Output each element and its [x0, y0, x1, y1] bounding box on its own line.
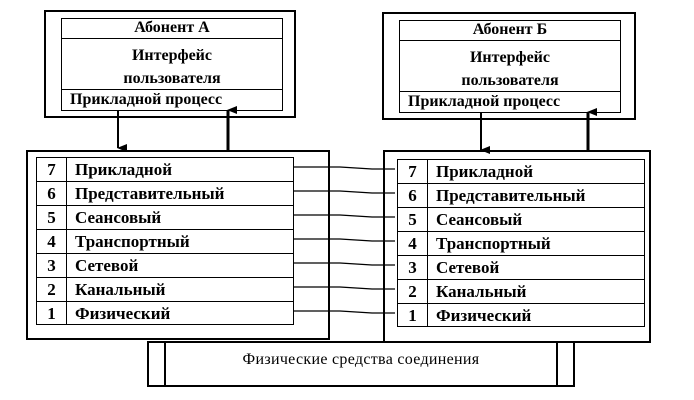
- stack-b-layer-name: Сетевой: [436, 257, 500, 277]
- peer-line: [293, 286, 395, 290]
- stack-b-layer-name: Транспортный: [436, 233, 551, 253]
- stack-a-layer-name: Канальный: [75, 279, 166, 299]
- stack-b-layer-row: 5 Сеансовый: [398, 207, 644, 231]
- stack-a-layer-name: Прикладной: [75, 159, 172, 179]
- subscriber-a-interface-line2: пользователя: [123, 69, 221, 87]
- subscriber-a-interface: Интерфейс пользователя: [61, 38, 283, 98]
- subscriber-b-block: Абонент Б Интерфейс пользователя Приклад…: [382, 12, 636, 120]
- peer-line: [293, 262, 395, 266]
- physical-medium-label: Физические средства соединения: [242, 350, 480, 368]
- stack-a-layer-number: 5: [37, 206, 67, 229]
- stack-b-layer-number: 6: [398, 184, 428, 207]
- peer-line: [293, 214, 395, 218]
- peer-line: [293, 190, 395, 194]
- stack-b-layer-number: 5: [398, 208, 428, 231]
- subscriber-b-interface-line2: пользователя: [461, 71, 559, 89]
- medium-right-outer: [573, 341, 575, 387]
- stack-a-layer-row: 6 Представительный: [37, 181, 293, 205]
- medium-right-inner: [556, 341, 558, 387]
- stack-a-layer-number: 6: [37, 182, 67, 205]
- stack-a-layer-number: 1: [37, 302, 67, 325]
- stack-a-layer-number: 3: [37, 254, 67, 277]
- stack-b-layer-row: 1 Физический: [398, 303, 644, 327]
- stack-a-layer-name: Сеансовый: [75, 207, 162, 227]
- subscriber-a-block: Абонент А Интерфейс пользователя Приклад…: [44, 10, 296, 118]
- stack-a-layer-name: Сетевой: [75, 255, 139, 275]
- stack-b-layer-name: Сеансовый: [436, 209, 523, 229]
- stack-b-layer-row: 7 Прикладной: [398, 159, 644, 183]
- subscriber-b-interface-line1: Интерфейс: [469, 48, 550, 66]
- stack-b-layer-name: Физический: [436, 305, 532, 325]
- subscriber-b-process: Прикладной процесс: [399, 91, 621, 113]
- stack-b-layer-number: 7: [398, 160, 428, 183]
- stack-a-layer-name: Представительный: [75, 183, 225, 203]
- stack-a-layer-row: 4 Транспортный: [37, 229, 293, 253]
- stack-b-layer-number: 4: [398, 232, 428, 255]
- stack-a-layer-row: 7 Прикладной: [37, 157, 293, 181]
- subscriber-a-interface-line1: Интерфейс: [131, 46, 212, 64]
- peer-line: [293, 166, 395, 170]
- peer-lines: [293, 166, 395, 314]
- stack-b-layer-row: 6 Представительный: [398, 183, 644, 207]
- stack-b-layer-name: Представительный: [436, 185, 586, 205]
- peer-line: [293, 310, 395, 314]
- medium-left-outer: [147, 341, 149, 387]
- medium-left-inner: [164, 341, 166, 387]
- stack-a-layer-row: 2 Канальный: [37, 277, 293, 301]
- stack-b-layer-name: Прикладной: [436, 161, 533, 181]
- physical-medium-box: [147, 341, 575, 387]
- stack-a-layer-number: 2: [37, 278, 67, 301]
- subscriber-b-interface: Интерфейс пользователя: [399, 40, 621, 100]
- subscriber-b-title: Абонент Б: [399, 20, 621, 40]
- stack-a-layer-row: 3 Сетевой: [37, 253, 293, 277]
- stack-a-layer-row: 1 Физический: [37, 301, 293, 325]
- stack-b-layer-row: 3 Сетевой: [398, 255, 644, 279]
- stack-a-layer-number: 7: [37, 158, 67, 181]
- stack-a-layer-row: 5 Сеансовый: [37, 205, 293, 229]
- stack-a-layer-number: 4: [37, 230, 67, 253]
- stack-a-layer-name: Физический: [75, 303, 171, 323]
- stack-a-layer-name: Транспортный: [75, 231, 190, 251]
- subscriber-a-process: Прикладной процесс: [61, 89, 283, 111]
- stack-b-layer-number: 1: [398, 304, 428, 327]
- stack-b-layer-row: 4 Транспортный: [398, 231, 644, 255]
- subscriber-a-title: Абонент А: [61, 18, 283, 38]
- peer-line: [293, 238, 395, 242]
- stack-b-layer-number: 2: [398, 280, 428, 303]
- stack-b-layer-name: Канальный: [436, 281, 527, 301]
- stack-b-layer-row: 2 Канальный: [398, 279, 644, 303]
- stack-b-layer-number: 3: [398, 256, 428, 279]
